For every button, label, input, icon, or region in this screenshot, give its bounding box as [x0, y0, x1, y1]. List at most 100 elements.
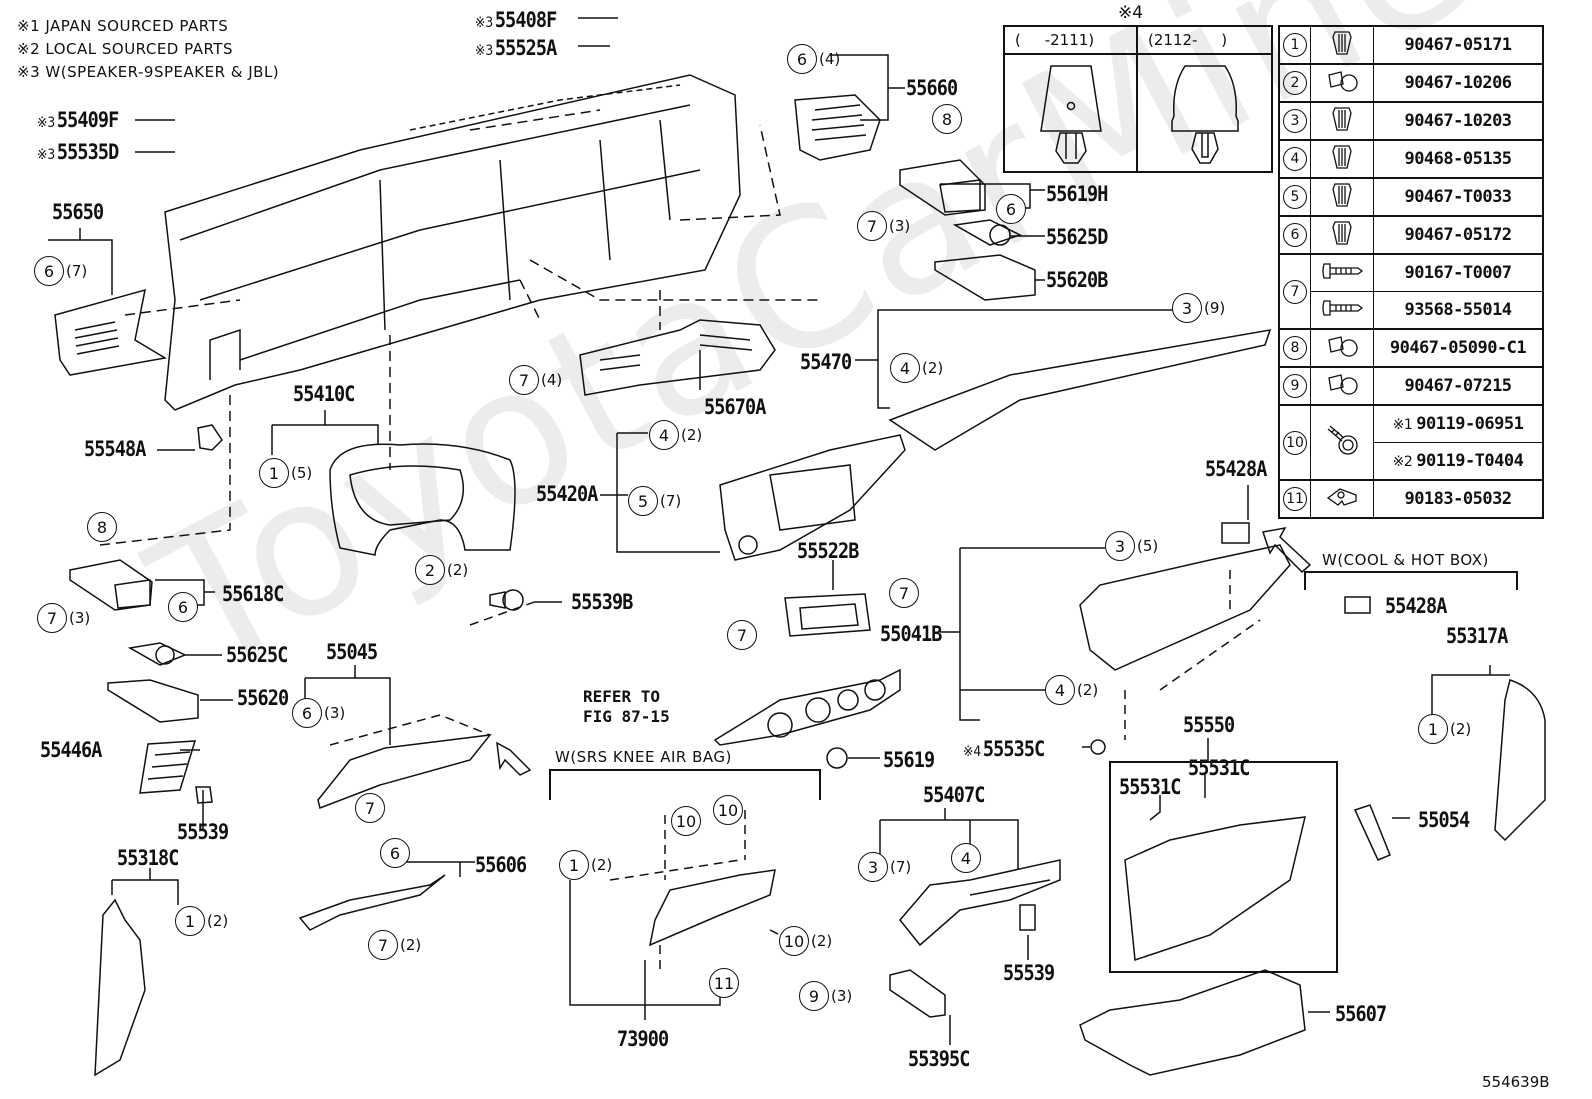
part-label-55318C[interactable]: 55318C: [117, 846, 179, 870]
fastener-part-number[interactable]: 90467-05090-C1: [1373, 328, 1544, 368]
part-label-55539B[interactable]: 55539B: [571, 590, 633, 614]
source-note-marker: ※3: [475, 15, 494, 31]
fastener-part-number[interactable]: 90467-T0033: [1373, 177, 1544, 217]
part-number-text: 55395C: [908, 1047, 970, 1071]
fastener-part-number[interactable]: 90467-10206: [1373, 63, 1544, 103]
part-label-55407C[interactable]: 55407C: [923, 783, 985, 807]
fastener-ref-number: 7: [1278, 253, 1311, 330]
part-shape-73900: [648, 869, 776, 947]
part-label-55670A[interactable]: 55670A: [704, 395, 766, 419]
part-shape-55446A: [139, 740, 197, 794]
part-label-55470[interactable]: 55470: [800, 350, 852, 374]
part-label-55428A-box[interactable]: 55428A: [1385, 594, 1447, 618]
part-label-55620[interactable]: 55620: [237, 686, 289, 710]
quantity-text: (2): [681, 426, 703, 444]
part-number-text: 55550: [1183, 713, 1235, 737]
fastener-part-number[interactable]: 90468-05135: [1373, 139, 1544, 179]
callout-6: 6: [380, 838, 412, 868]
refer-to-figure-link[interactable]: REFER TO FIG 87-15: [583, 687, 670, 726]
part-shape-55550: [1124, 816, 1306, 962]
part-shape-55410C: [329, 443, 516, 556]
part-label-55531C-left[interactable]: 55531C: [1119, 775, 1181, 799]
quantity-text: (3): [69, 609, 91, 627]
clip-early-icon: [1005, 55, 1138, 171]
part-label-55428A-top[interactable]: 55428A: [1205, 457, 1267, 481]
note-japan-sourced: ※1 JAPAN SOURCED PARTS: [17, 17, 229, 35]
ref-number-circle: 5: [1283, 185, 1307, 209]
ref-number-circle: 7: [368, 930, 398, 960]
part-label-55522B[interactable]: 55522B: [797, 539, 859, 563]
fastener-part-number[interactable]: 90183-05032: [1373, 479, 1544, 519]
part-label-55395C[interactable]: 55395C: [908, 1047, 970, 1071]
part-label-55317A[interactable]: 55317A: [1446, 624, 1508, 648]
part-label-55625D[interactable]: 55625D: [1046, 225, 1108, 249]
fastener-part-number[interactable]: 93568-55014: [1373, 291, 1544, 330]
part-label-55539-left[interactable]: 55539: [177, 820, 229, 844]
part-label-73900[interactable]: 73900: [617, 1027, 669, 1051]
part-label-55650[interactable]: 55650: [52, 200, 104, 224]
quantity-text: (2): [207, 912, 229, 930]
ref-number-circle: 8: [87, 512, 117, 542]
callout-7: 7: [889, 578, 921, 608]
callout-4: 4: [951, 843, 983, 873]
ref-number-circle: 6: [1283, 223, 1307, 247]
part-shape-55041B: [1079, 544, 1291, 671]
part-number-text: 55318C: [117, 846, 179, 870]
part-shape-55660: [794, 94, 881, 161]
part-label-55535C[interactable]: ※455535C: [963, 737, 1045, 761]
fastener-part-number[interactable]: 90467-05171: [1373, 25, 1544, 65]
fastener-part-number[interactable]: 90467-05172: [1373, 215, 1544, 255]
part-label-55607[interactable]: 55607: [1335, 1002, 1387, 1026]
part-label-55606[interactable]: 55606: [475, 853, 527, 877]
part-label-55539-center[interactable]: 55539: [1003, 961, 1055, 985]
part-label-55525A[interactable]: ※355525A: [475, 36, 557, 60]
callout-7: 7(2): [368, 930, 421, 960]
part-label-55619H[interactable]: 55619H: [1046, 182, 1108, 206]
part-label-55531C-right[interactable]: 55531C: [1188, 756, 1250, 780]
part-label-55410C[interactable]: 55410C: [293, 382, 355, 406]
part-shape-55606: [298, 874, 446, 931]
part-label-55446A[interactable]: 55446A: [40, 738, 102, 762]
leader-lines-dashed: [99, 109, 820, 546]
part-label-55045[interactable]: 55045: [326, 640, 378, 664]
part-label-55618C[interactable]: 55618C: [222, 582, 284, 606]
part-number-text: 55539B: [571, 590, 633, 614]
ref-number-circle: 1: [1283, 33, 1307, 57]
part-label-55041B[interactable]: 55041B: [880, 622, 942, 646]
ref-number-circle: 8: [1283, 336, 1307, 360]
fastener-part-number[interactable]: 90467-07215: [1373, 366, 1544, 406]
part-number-text: 73900: [617, 1027, 669, 1051]
part-label-55619[interactable]: 55619: [883, 748, 935, 772]
part-label-55625C[interactable]: 55625C: [226, 643, 288, 667]
part-number-text: 55607: [1335, 1002, 1387, 1026]
clip-icon: [1310, 101, 1374, 141]
part-label-55054[interactable]: 55054: [1418, 808, 1470, 832]
quantity-text: (3): [831, 987, 853, 1005]
fastener-part-number[interactable]: 90467-10203: [1373, 101, 1544, 141]
leader-lines-dashed: [329, 570, 1261, 975]
part-label-55548A[interactable]: 55548A: [84, 437, 146, 461]
part-label-55408F[interactable]: ※355408F: [475, 8, 557, 32]
part-label-55535D[interactable]: ※355535D: [37, 140, 119, 164]
fastener-ref-number: 6: [1278, 215, 1311, 255]
part-label-55550[interactable]: 55550: [1183, 713, 1235, 737]
part-number-text: 55446A: [40, 738, 102, 762]
part-label-55660[interactable]: 55660: [906, 76, 958, 100]
part-label-55420A[interactable]: 55420A: [536, 482, 598, 506]
ref-number-circle: 7: [889, 578, 919, 608]
part-label-55409F[interactable]: ※355409F: [37, 108, 119, 132]
callout-6: 6(4): [787, 44, 840, 74]
fastener-part-number[interactable]: 90167-T0007: [1373, 253, 1544, 292]
quantity-text: (4): [819, 50, 841, 68]
ref-number-circle: 4: [1045, 675, 1075, 705]
part-label-55620B[interactable]: 55620B: [1046, 268, 1108, 292]
part-number-text: 55620: [237, 686, 289, 710]
ref-number-circle: 6: [380, 838, 410, 868]
part-number-text: 55409F: [56, 108, 119, 132]
quantity-text: (5): [291, 464, 313, 482]
part-number-text: 55670A: [704, 395, 766, 419]
